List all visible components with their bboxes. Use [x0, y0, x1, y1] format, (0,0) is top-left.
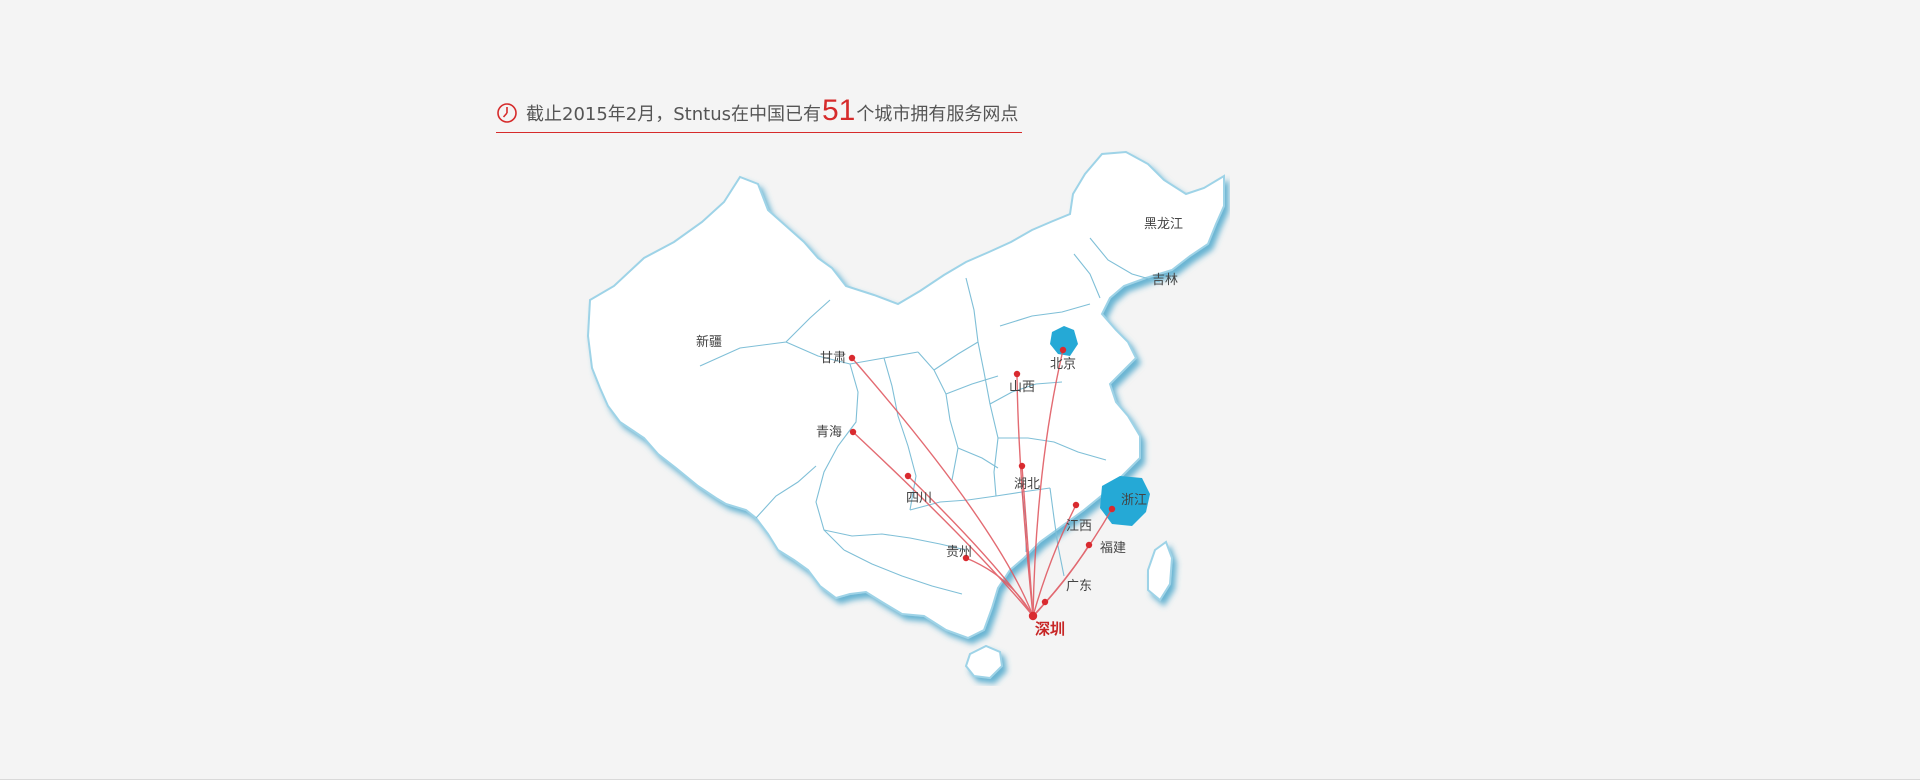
province-label-jiangxi: 江西: [1066, 519, 1092, 534]
headline-prefix: 截止2015年2月，Stntus在中国已有: [526, 104, 821, 125]
shenzhen-hub-label: 深圳: [1035, 620, 1065, 638]
service-city-count: 51: [822, 94, 856, 127]
province-label-shanxi: 山西: [1009, 380, 1035, 395]
zhejiang-region: [1100, 476, 1150, 526]
service-coverage-headline: 截止2015年2月，Stntus在中国已有51个城市拥有服务网点: [496, 88, 1022, 133]
clock-icon: [497, 103, 517, 123]
province-label-xinjiang: 新疆: [696, 334, 722, 350]
headline-suffix: 个城市拥有服务网点: [856, 104, 1019, 125]
province-label-heilongjiang: 黑龙江: [1144, 217, 1183, 232]
province-label-hubei: 湖北: [1014, 477, 1040, 492]
province-label-fujian: 福建: [1100, 541, 1126, 556]
china-outline: [586, 150, 1225, 680]
province-label-guangdong: 广东: [1066, 579, 1092, 594]
province-label-gansu: 甘肃: [820, 351, 846, 366]
china-service-map: 新疆 黑龙江 吉林 甘肃 青海 山西 北京 四川 湖北 浙江 江西 福建 贵州 …: [586, 150, 1225, 680]
hainan-island: [964, 644, 1004, 680]
province-label-zhejiang: 浙江: [1121, 493, 1147, 508]
beijing-region: [1050, 326, 1078, 356]
province-label-beijing: 北京: [1050, 357, 1076, 372]
headline-text: 截止2015年2月，Stntus在中国已有51个城市拥有服务网点: [526, 96, 1018, 132]
province-label-jilin: 吉林: [1152, 273, 1178, 288]
service-routes: [851, 349, 1113, 617]
taiwan-island: [1147, 540, 1174, 602]
province-label-sichuan: 四川: [906, 491, 932, 506]
province-label-qinghai: 青海: [816, 425, 842, 440]
province-label-guizhou: 贵州: [946, 545, 972, 560]
service-points: [848, 346, 1116, 621]
highlighted-regions: [1050, 326, 1150, 526]
mainland-shape: [586, 150, 1225, 640]
province-borders: [699, 237, 1161, 595]
